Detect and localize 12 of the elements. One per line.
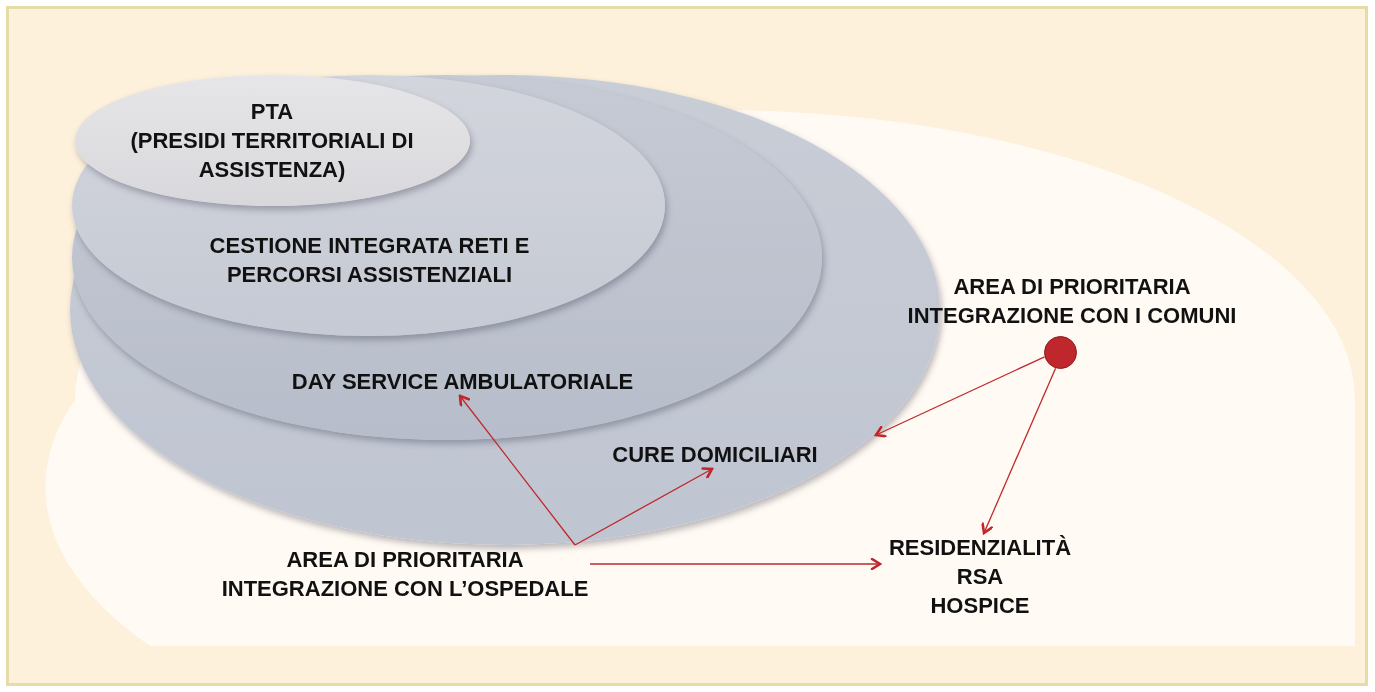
zone-label: CURE DOMICILIARI — [611, 441, 819, 469]
zone-label: DAY SERVICE AMBULATORIALE — [290, 368, 635, 396]
zone-label: PTA (PRESIDI TERRITORIALI DI ASSISTENZA) — [129, 98, 415, 184]
arrow — [574, 467, 714, 546]
arrow — [458, 394, 576, 546]
arrow — [589, 557, 882, 571]
arrow — [981, 367, 1057, 535]
area-label: AREA DI PRIORITARIA INTEGRAZIONE CON L’OSPEDALE — [220, 545, 590, 607]
area-label: AREA DI PRIORITARIA INTEGRAZIONE CON I COMUNI — [906, 273, 1238, 330]
zone-label: CESTIONE INTEGRATA RETI E PERCORSI ASSISTENZIALI — [208, 232, 531, 289]
arrow — [874, 356, 1046, 438]
area-label: RESIDENZIALITÀ RSA HOSPICE — [880, 533, 1080, 625]
